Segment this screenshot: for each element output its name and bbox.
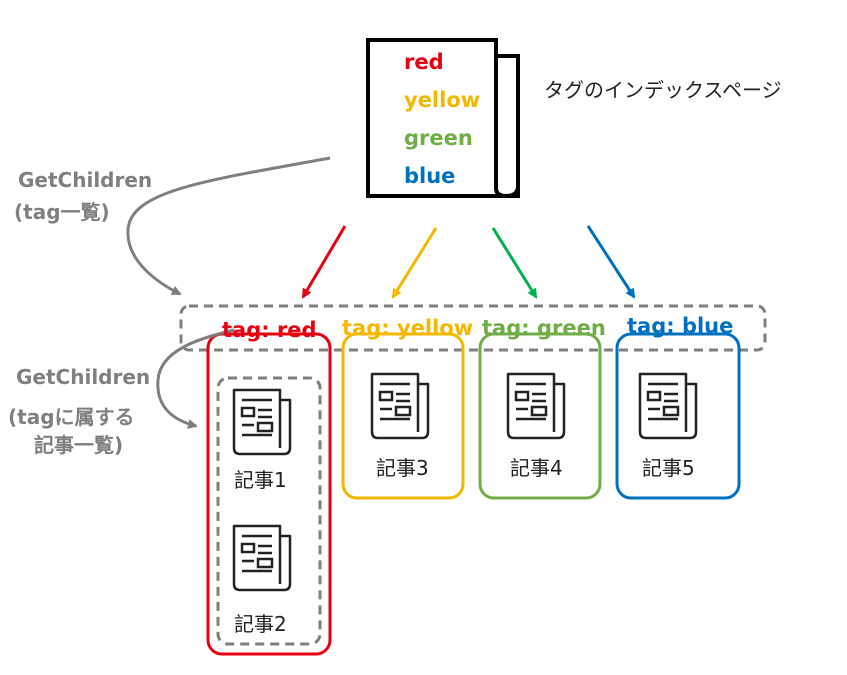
article-label-1: 記事1 (234, 468, 287, 492)
tag-group-box-blue (615, 332, 741, 500)
index-tag-red: red (404, 50, 444, 74)
getchildren-tags-label: GetChildren (18, 168, 153, 192)
tag-label-red: tag: red (222, 318, 317, 342)
arrow-to-tag-green (491, 227, 538, 299)
newspaper-icon (638, 372, 698, 440)
newspaper-icon (506, 372, 566, 440)
arrow-to-tag-yellow (391, 227, 438, 299)
arrow-to-tag-red (301, 225, 347, 299)
getchildren-articles-sub2: 記事一覧) (34, 433, 124, 457)
getchildren-articles-arrow (156, 328, 235, 429)
tag-label-green: tag: green (482, 316, 606, 340)
article-label-5: 記事5 (642, 456, 695, 480)
getchildren-articles-label: GetChildren (16, 365, 151, 389)
newspaper-icon (232, 388, 292, 456)
index-page-document-icon (366, 38, 520, 199)
index-page-title: タグのインデックスページ (544, 78, 782, 102)
getchildren-articles-sub1: (tagに属する (8, 405, 135, 429)
tag-list-container (179, 304, 767, 352)
article-label-4: 記事4 (510, 456, 563, 480)
article-label-2: 記事2 (234, 612, 287, 636)
tag-group-box-green (478, 332, 602, 500)
index-tag-yellow: yellow (404, 88, 481, 112)
newspaper-icon (370, 372, 430, 440)
tag-label-blue: tag: blue (627, 314, 734, 338)
tag-label-yellow: tag: yellow (342, 316, 474, 340)
getchildren-tags-arrow (126, 156, 331, 296)
index-tag-blue: blue (404, 164, 456, 188)
index-tag-green: green (404, 126, 473, 150)
tag-group-box-yellow (341, 332, 465, 500)
article-label-3: 記事3 (376, 456, 429, 480)
newspaper-icon (232, 524, 292, 592)
getchildren-tags-sub: (tag一覧) (14, 200, 110, 224)
tag-group-box-red (206, 332, 332, 656)
arrow-to-tag-blue (586, 225, 636, 299)
